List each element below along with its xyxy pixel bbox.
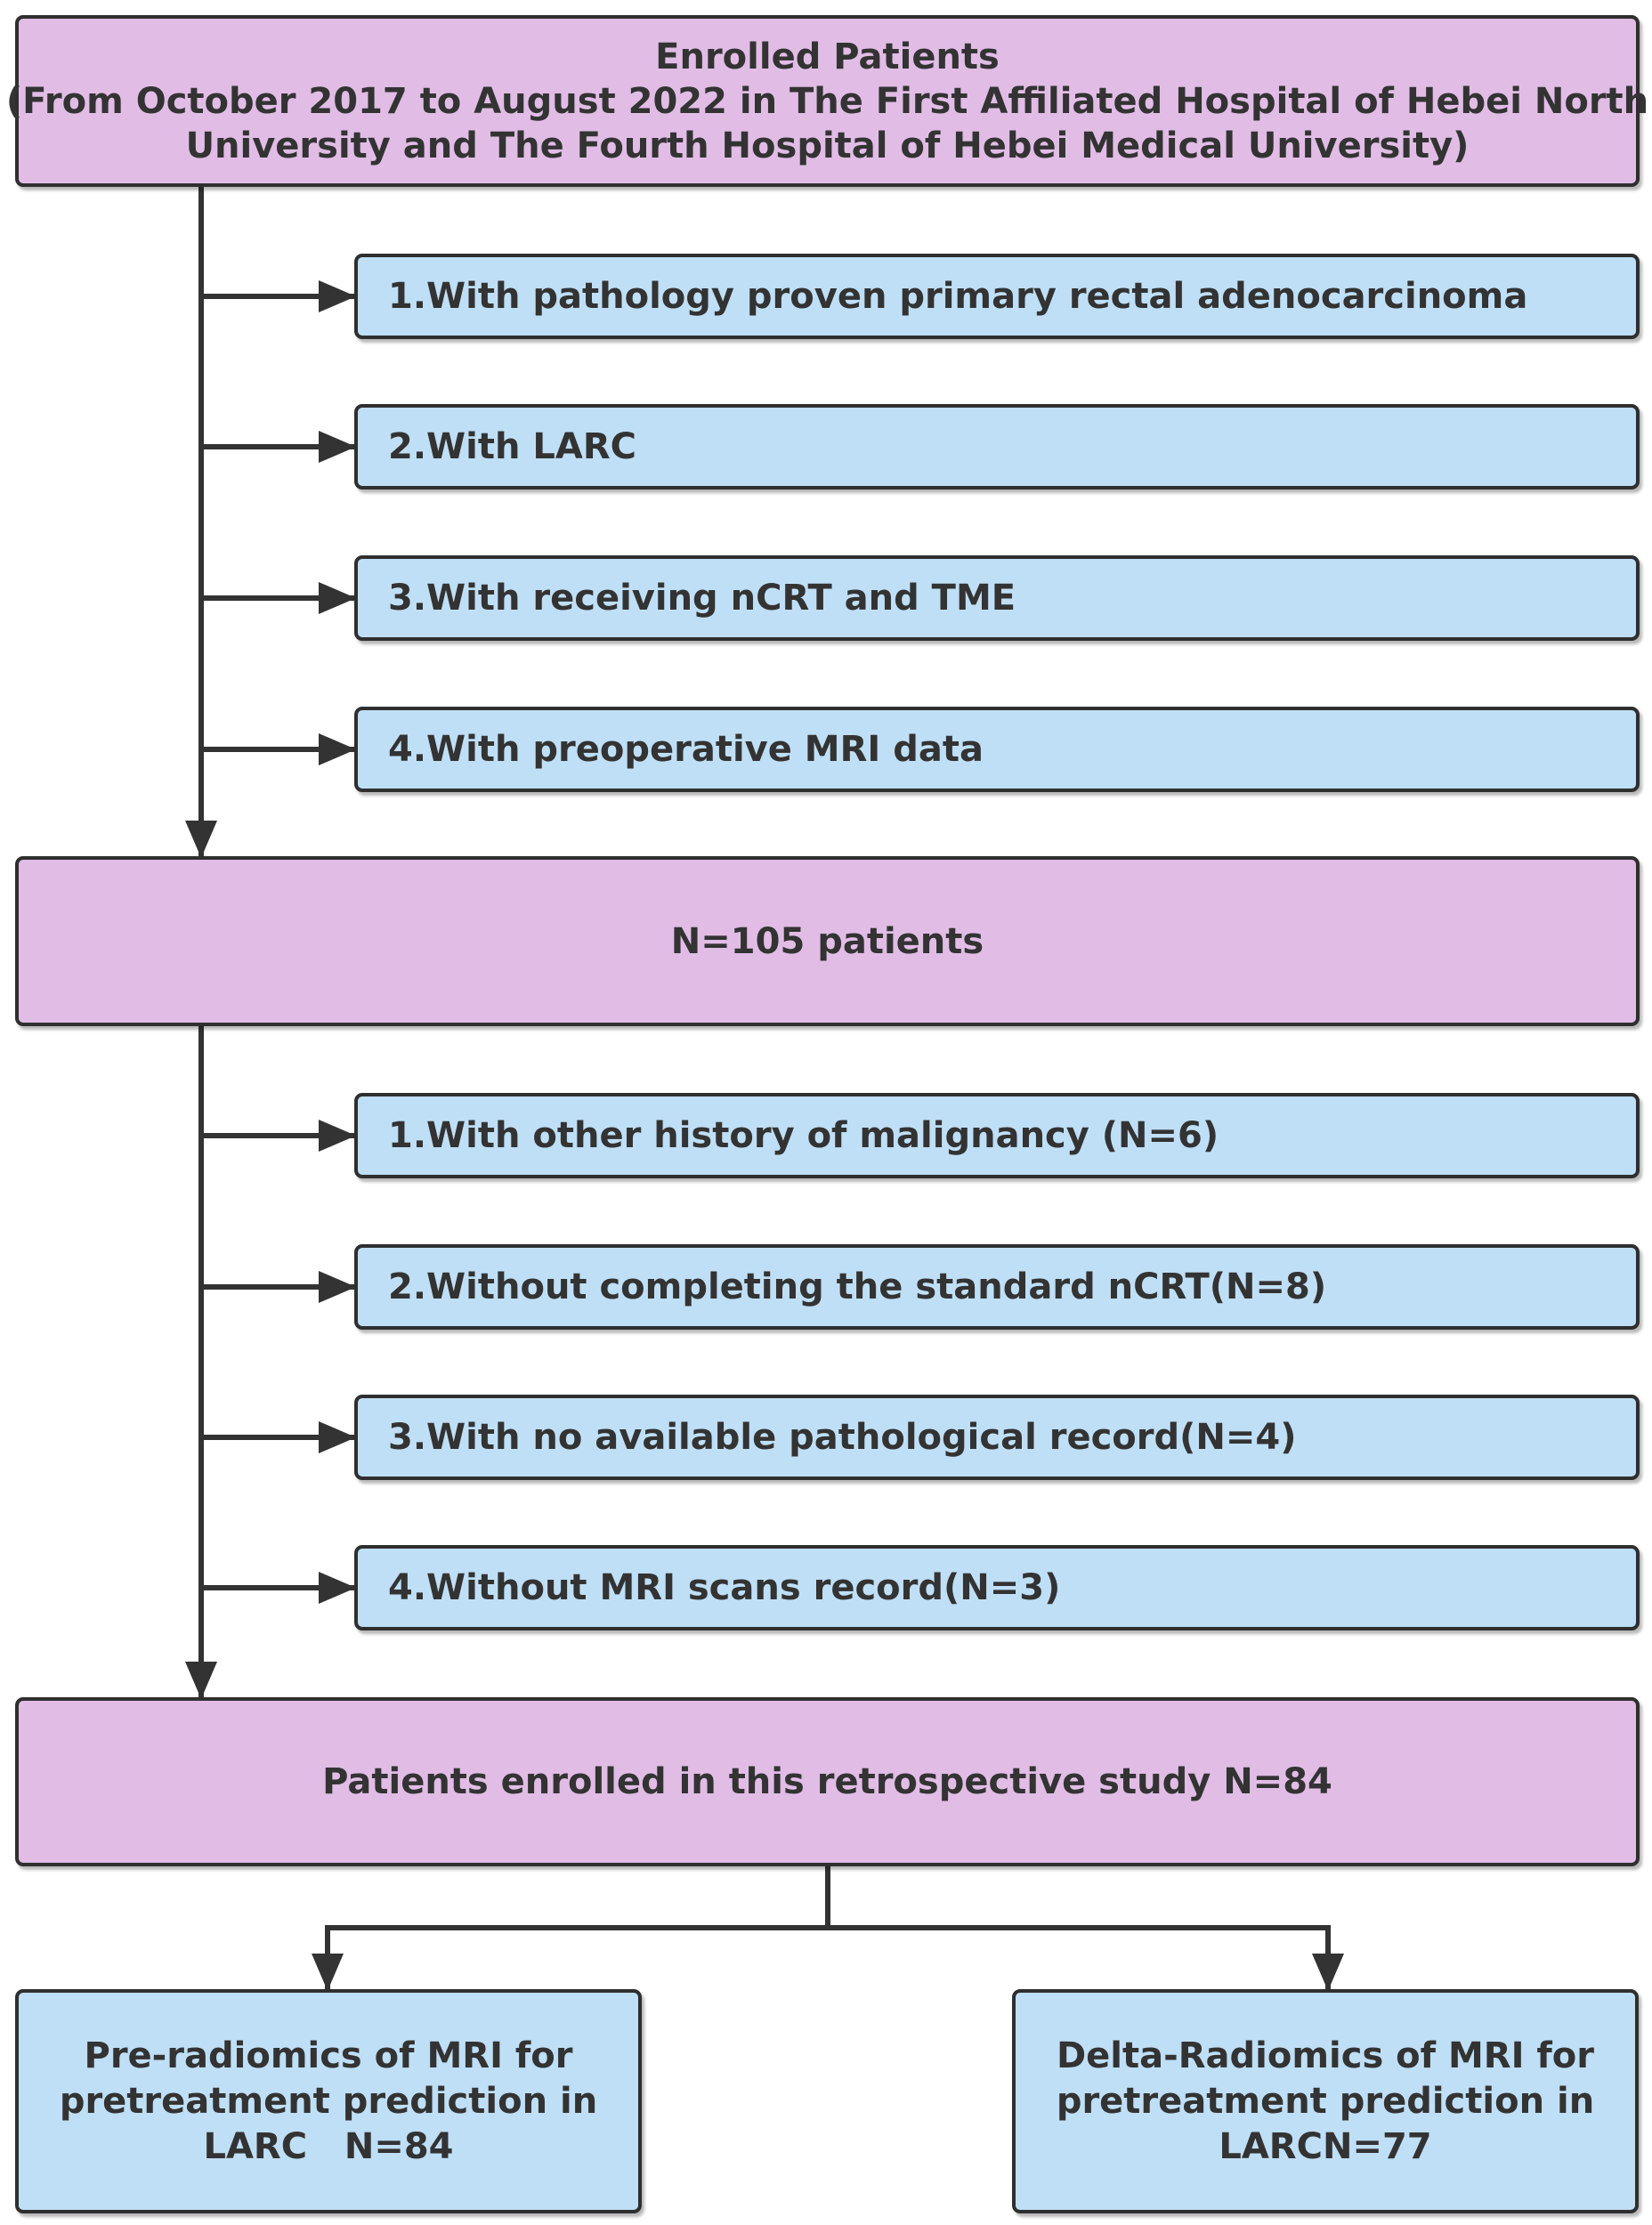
n105-patients-box: N=105 patients	[15, 856, 1640, 1026]
enrolled-patients-box: Enrolled Patients (From October 2017 to …	[6, 15, 1648, 187]
n105-label: N=105 patients	[670, 920, 984, 962]
exclusion-criterion-3: 3.With no available pathological record(…	[354, 1395, 1640, 1480]
pre-radiomics-line-1: Pre-radiomics of MRI for	[84, 2035, 573, 2076]
enrolled-title: Enrolled Patients	[655, 36, 1000, 77]
exclusion-criterion-label: 4.Without MRI scans record(N=3)	[388, 1567, 1061, 1608]
exclusion-criterion-label: 2.Without completing the standard nCRT(N…	[388, 1266, 1327, 1307]
inclusion-criterion-label: 4.With preoperative MRI data	[388, 729, 984, 770]
exclusion-criterion-label: 1.With other history of malignancy (N=6)	[388, 1115, 1219, 1156]
exclusion-criterion-2: 2.Without completing the standard nCRT(N…	[354, 1244, 1640, 1330]
inclusion-criterion-1: 1.With pathology proven primary rectal a…	[354, 254, 1640, 339]
inclusion-criterion-4: 4.With preoperative MRI data	[354, 707, 1640, 792]
pre-radiomics-line-2: pretreatment prediction in	[59, 2080, 598, 2122]
exclusion-criterion-label: 3.With no available pathological record(…	[388, 1417, 1297, 1458]
delta-radiomics-box: Delta-Radiomics of MRI for pretreatment …	[1012, 1989, 1639, 2213]
exclusion-criterion-1: 1.With other history of malignancy (N=6)	[354, 1093, 1640, 1178]
final-enrolled-label: Patients enrolled in this retrospective …	[322, 1761, 1332, 1802]
delta-radiomics-line-2: pretreatment prediction in	[1056, 2080, 1595, 2122]
inclusion-criterion-label: 2.With LARC	[388, 426, 636, 467]
enrolled-period: (From October 2017 to August 2022 in The…	[5, 80, 1649, 122]
delta-radiomics-line-1: Delta-Radiomics of MRI for	[1056, 2035, 1595, 2076]
inclusion-criterion-label: 1.With pathology proven primary rectal a…	[388, 276, 1528, 317]
exclusion-criterion-4: 4.Without MRI scans record(N=3)	[354, 1545, 1640, 1630]
enrolled-hospitals: University and The Fourth Hospital of He…	[185, 125, 1470, 166]
final-enrolled-box: Patients enrolled in this retrospective …	[15, 1697, 1640, 1866]
inclusion-criterion-2: 2.With LARC	[354, 404, 1640, 490]
pre-radiomics-box: Pre-radiomics of MRI for pretreatment pr…	[15, 1989, 642, 2213]
inclusion-criterion-label: 3.With receiving nCRT and TME	[388, 578, 1016, 619]
delta-radiomics-line-3: LARCN=77	[1219, 2125, 1432, 2167]
pre-radiomics-line-3: LARC N=84	[203, 2125, 454, 2167]
inclusion-criterion-3: 3.With receiving nCRT and TME	[354, 555, 1640, 641]
